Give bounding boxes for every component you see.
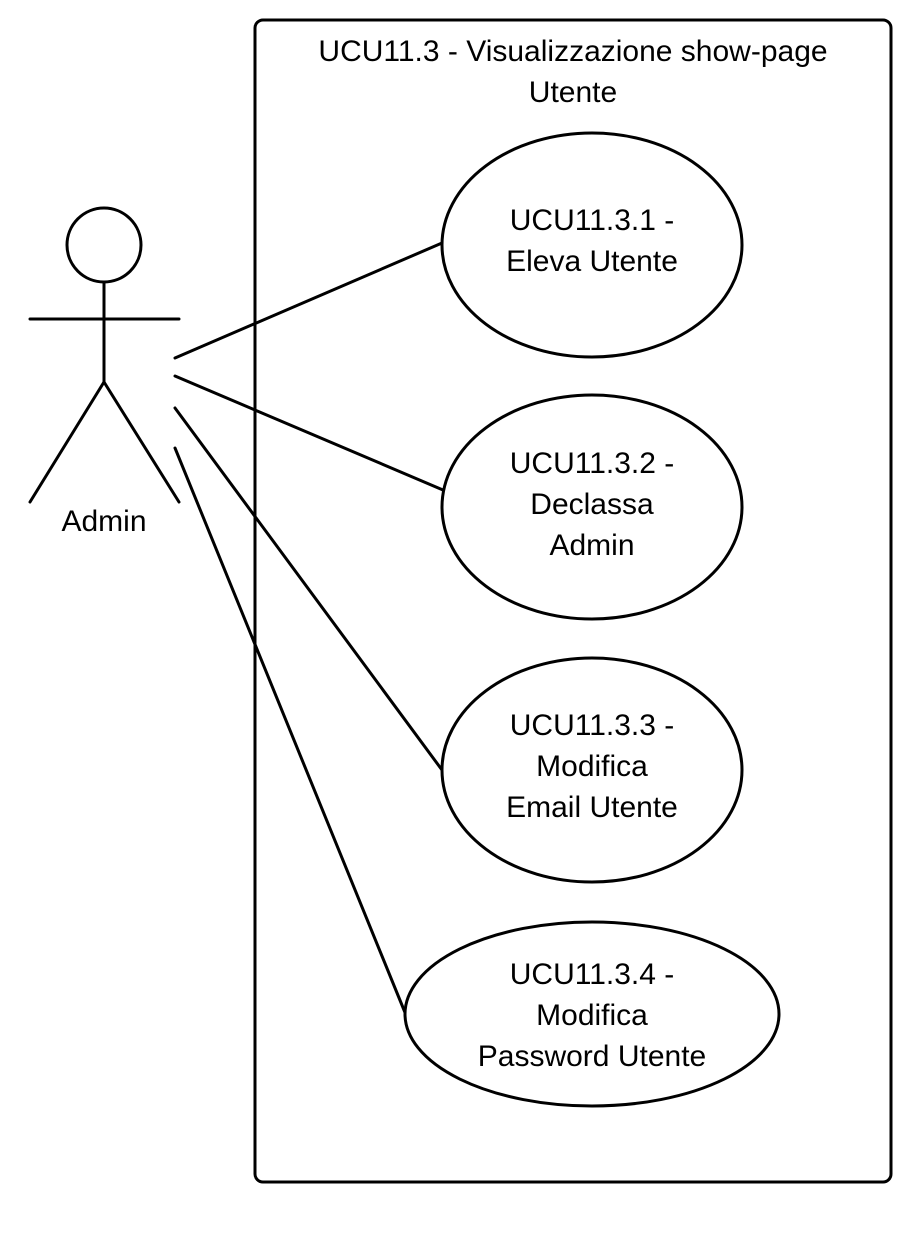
actor-head-icon [65,206,143,284]
actor-admin: Admin [28,206,181,538]
use-case-4-line-1: UCU11.3.4 - [510,958,675,991]
association-line-4 [173,446,408,1017]
use-case-3-ellipse [440,656,744,884]
use-case-2-line-2: Declassa [530,488,654,521]
system-title-line-2: Utente [529,76,617,109]
association-line-2 [173,374,445,492]
use-case-2: UCU11.3.2 - Declassa Admin [440,393,744,621]
use-case-1-line-2: Eleva Utente [506,245,678,278]
use-case-2-line-3: Admin [549,529,634,562]
actor-right-leg-icon [102,380,181,504]
use-case-4-ellipse [403,920,781,1108]
use-case-4-line-3: Password Utente [478,1040,706,1073]
association-line-1 [173,241,444,360]
use-case-1: UCU11.3.1 - Eleva Utente [440,131,744,359]
use-case-4: UCU11.3.4 - Modifica Password Utente [403,920,781,1108]
use-case-3-line-3: Email Utente [506,791,678,824]
use-case-2-ellipse [440,393,744,621]
use-case-1-ellipse [440,131,744,359]
system-boundary [253,18,893,1184]
actor-name: Admin [61,505,146,538]
actor-left-leg-icon [28,380,106,504]
use-case-1-line-1: UCU11.3.1 - [510,204,675,237]
use-case-2-line-1: UCU11.3.2 - [510,447,675,480]
use-case-3-line-2: Modifica [536,750,648,783]
use-case-3-line-1: UCU11.3.3 - [510,709,675,742]
system-title-line-1: UCU11.3 - Visualizzazione show-page [318,35,827,68]
use-case-3: UCU11.3.3 - Modifica Email Utente [440,656,744,884]
associations [173,241,445,1017]
association-line-3 [173,406,444,772]
use-case-4-line-2: Modifica [536,999,648,1032]
